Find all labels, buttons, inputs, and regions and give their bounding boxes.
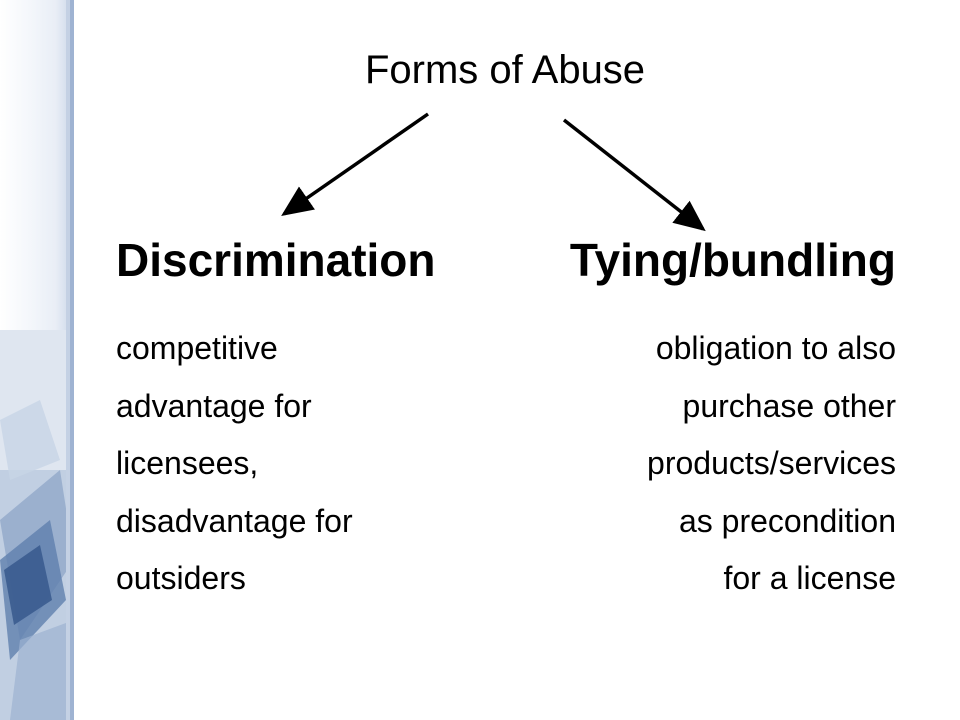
description-line: outsiders xyxy=(116,560,246,596)
description-line: competitive xyxy=(116,330,278,366)
description-line: advantage for xyxy=(116,387,312,424)
heading-tying-bundling: Tying/bundling xyxy=(569,234,896,286)
discrimination-description: competitive advantage for licensees, dis… xyxy=(116,320,353,608)
description-line: obligation to also xyxy=(655,330,896,366)
arrow-to-tying-bundling xyxy=(562,118,706,232)
description-line: as precondition xyxy=(678,502,896,539)
tying-bundling-description: obligation to also purchase other produc… xyxy=(647,320,896,608)
decorative-side-band xyxy=(0,0,74,720)
description-line: licensees, xyxy=(116,445,259,481)
abstract-pattern-icon xyxy=(0,0,74,720)
heading-discrimination: Discrimination xyxy=(116,234,436,286)
arrow-to-discrimination xyxy=(281,112,429,216)
description-line: disadvantage for xyxy=(116,502,353,539)
description-line: purchase other xyxy=(682,387,896,424)
description-line: for a license xyxy=(723,560,896,596)
diagram-title: Forms of Abuse xyxy=(364,48,646,92)
description-line: products/services xyxy=(647,445,896,481)
